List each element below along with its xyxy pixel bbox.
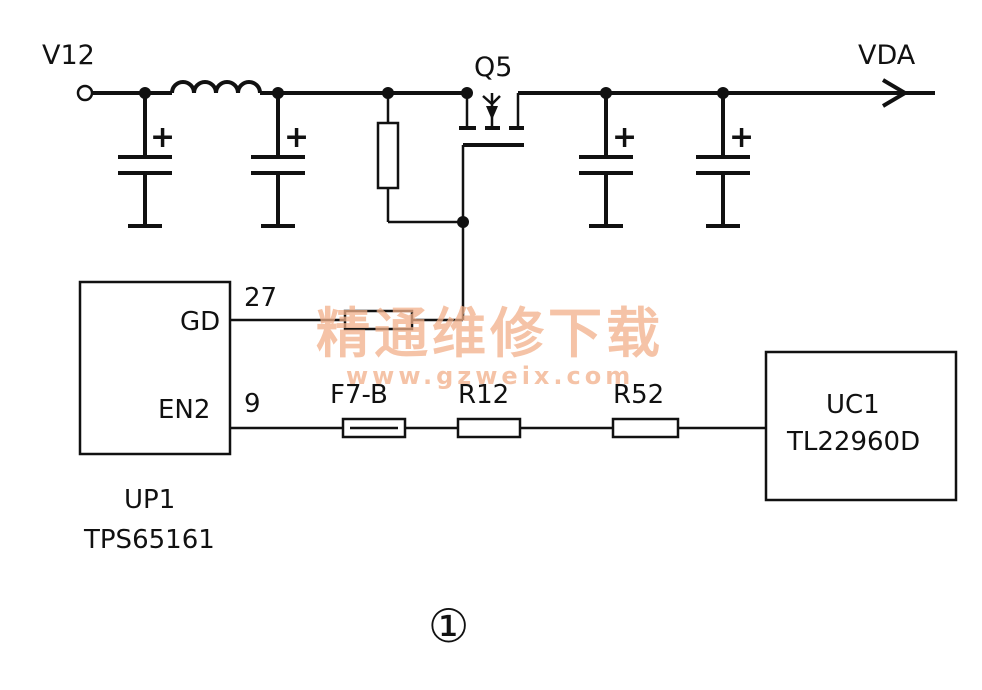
r12-label: R12 <box>458 380 509 410</box>
up1-pin-gd-number: 27 <box>244 283 277 313</box>
polarity-plus: + <box>284 120 309 155</box>
uc1-ic-box <box>764 350 958 502</box>
resistor-r52 <box>611 417 680 439</box>
v12-input-terminal <box>76 84 94 102</box>
up1-ref-label: UP1 <box>124 485 175 515</box>
inductor <box>170 80 262 94</box>
r52-label: R52 <box>613 380 664 410</box>
figure-number: ① <box>428 599 469 653</box>
capacitor-c1 <box>118 93 172 228</box>
up1-pin-gd-name: GD <box>180 307 220 337</box>
vda-arrow <box>881 78 909 108</box>
watermark-url: www.gzweix.com <box>346 362 634 390</box>
gd-signal-path <box>230 309 463 331</box>
q5-label: Q5 <box>474 52 512 83</box>
watermark-chinese: 精通维修下载 <box>316 302 664 365</box>
capacitor-c3 <box>579 93 633 228</box>
v12-net-label: V12 <box>42 40 95 71</box>
polarity-plus: + <box>612 120 637 155</box>
up1-pin-en2-number: 9 <box>244 389 261 419</box>
resistor-r12 <box>456 417 522 439</box>
q5-mosfet <box>459 93 524 320</box>
capacitor-c2 <box>251 93 305 228</box>
polarity-plus: + <box>729 120 754 155</box>
capacitor-c4 <box>696 93 750 228</box>
gate-pullup-resistor <box>376 93 463 224</box>
en2-signal-path <box>230 417 766 439</box>
polarity-plus: + <box>150 120 175 155</box>
uc1-ref-label: UC1 <box>826 390 880 420</box>
uc1-part-label: TL22960D <box>786 427 920 457</box>
up1-pin-en2-name: EN2 <box>158 395 210 425</box>
vda-net-label: VDA <box>858 40 916 71</box>
up1-part-label: TPS65161 <box>83 525 215 555</box>
up1-ic-box <box>78 280 232 456</box>
f7b-label: F7-B <box>330 380 388 410</box>
